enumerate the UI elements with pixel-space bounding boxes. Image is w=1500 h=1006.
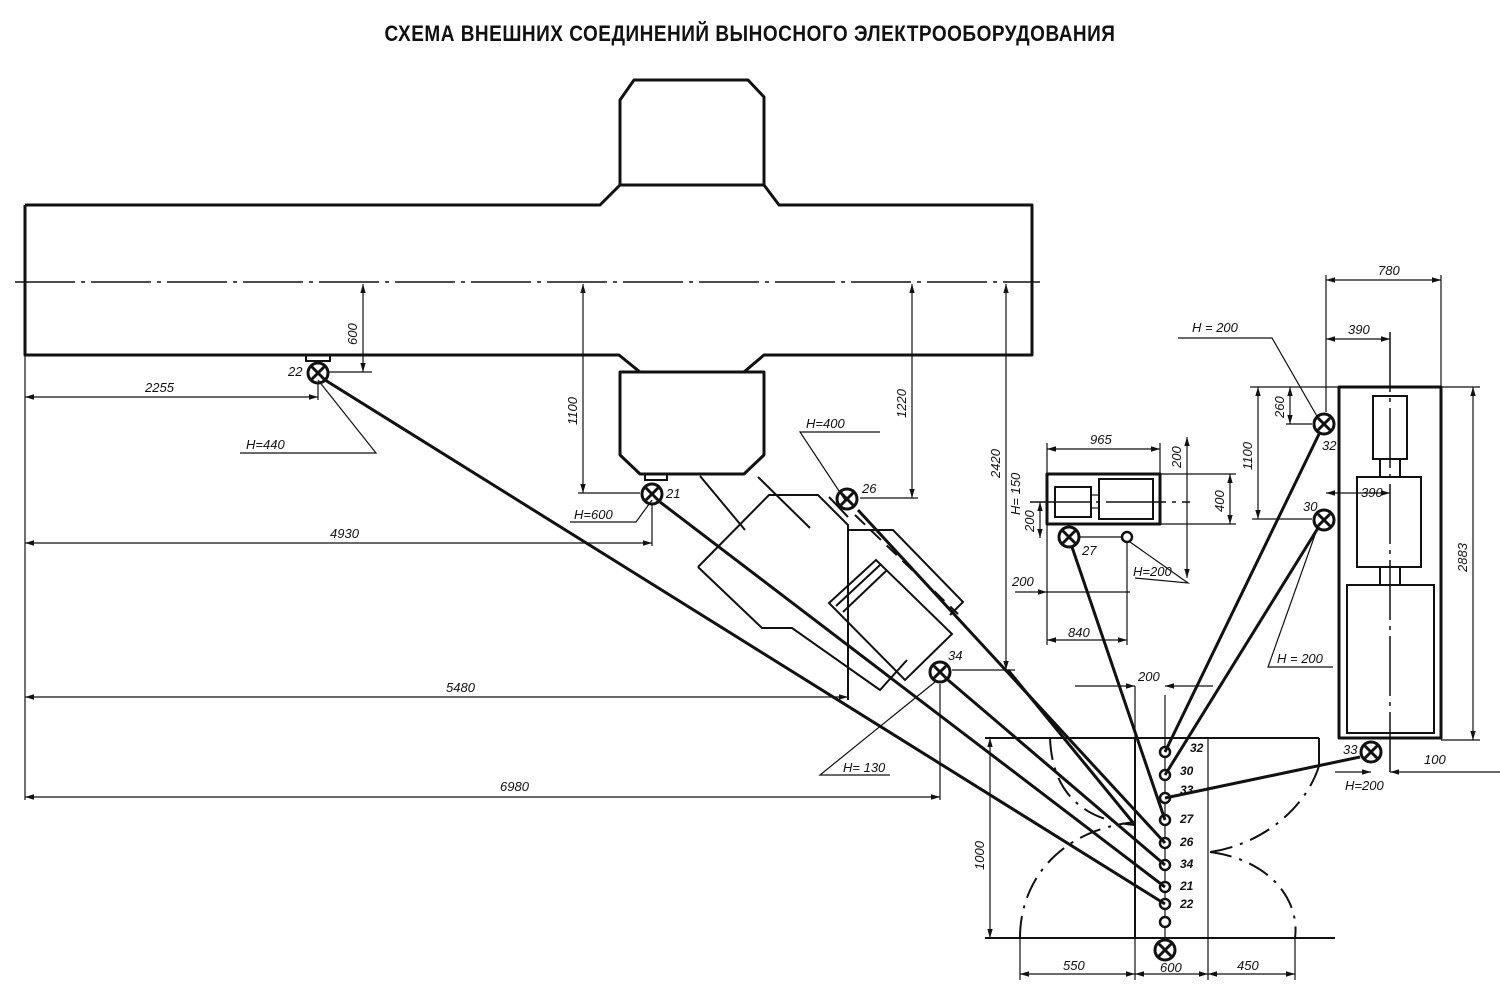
dim-200-top: 200 — [1169, 446, 1184, 469]
right-cabinet — [1337, 332, 1443, 777]
machine-head-top — [618, 78, 766, 187]
terminal-label-21: 21 — [1179, 879, 1194, 893]
cable-33 — [1164, 755, 1361, 800]
terminal-label-34: 34 — [1180, 857, 1194, 871]
height-callout-33: H=200 — [1345, 778, 1384, 793]
dim-965: 965 — [1090, 432, 1112, 447]
cable-30 — [1163, 527, 1320, 776]
drawing-title: СХЕМА ВНЕШНИХ СОЕДИНЕНИЙ ВЫНОСНОГО ЭЛЕКТ… — [384, 22, 1116, 47]
junction-box-33-icon — [1359, 740, 1383, 764]
dim-550: 550 — [1063, 958, 1085, 973]
machine-bed-beam — [15, 183, 1040, 374]
small-junction — [1120, 530, 1134, 544]
motor-unit-27 — [1030, 472, 1190, 544]
terminal-label-30: 30 — [1180, 764, 1194, 778]
terminal-strip: 32 30 33 27 26 34 21 22 — [1158, 741, 1204, 929]
dim-100: 100 — [1424, 752, 1446, 767]
height-callout-30: H = 200 — [1277, 651, 1324, 666]
height-callout-22: H=440 — [246, 437, 285, 452]
dim-2255: 2255 — [144, 380, 175, 395]
height-callout-21: H=600 — [574, 507, 613, 522]
dim-200-cabinet: 200 — [1137, 669, 1160, 684]
dim-4930: 4930 — [330, 526, 360, 541]
tilted-unit — [697, 475, 965, 700]
cable-32 — [1163, 431, 1322, 753]
junction-label-33: 33 — [1343, 742, 1358, 757]
dim-780: 780 — [1378, 263, 1400, 278]
dim-1220: 1220 — [894, 388, 909, 418]
cable-routes — [324, 378, 1361, 906]
terminal-label-22: 22 — [1179, 897, 1194, 911]
dim-6980: 6980 — [500, 779, 530, 794]
terminal-spare — [1158, 915, 1172, 929]
cable-22 — [324, 378, 1166, 906]
junction-label-21: 21 — [665, 486, 680, 501]
dim-390-mid: 390 — [1361, 485, 1383, 500]
height-callout-27: H=200 — [1133, 564, 1172, 579]
terminal-label-32: 32 — [1190, 741, 1204, 755]
dim-1100-right: 1100 — [1240, 441, 1255, 470]
cable-bundle — [1006, 669, 1137, 826]
junction-label-32: 32 — [1322, 438, 1337, 453]
dim-1000: 1000 — [972, 840, 987, 870]
cable-34 — [947, 678, 1166, 867]
dim-1100-left: 1100 — [565, 396, 580, 425]
dim-390-top: 390 — [1348, 322, 1370, 337]
dim-200-small: 200 — [1011, 574, 1034, 589]
height-callout-26: H=400 — [806, 416, 845, 431]
terminal-label-27: 27 — [1179, 812, 1195, 826]
dim-5480: 5480 — [446, 680, 476, 695]
dimension-lines: 600 2255 1100 1220 2420 4930 5480 6980 9… — [24, 205, 1500, 980]
dim-600-cabinet: 600 — [1160, 960, 1182, 975]
dim-2883: 2883 — [1455, 542, 1470, 573]
junction-label-22: 22 — [287, 364, 303, 379]
junction-label-30: 30 — [1303, 499, 1318, 514]
dim-450: 450 — [1237, 958, 1259, 973]
junction-label-27: 27 — [1081, 543, 1097, 558]
dim-200-left: 200 — [1022, 510, 1037, 533]
junction-boxes: 22 21 26 34 27 32 30 33 — [287, 361, 1383, 962]
junction-label-34: 34 — [948, 648, 962, 663]
junction-label-26: 26 — [861, 481, 877, 496]
junction-box-27-icon — [1057, 525, 1081, 549]
cable-21 — [659, 500, 1166, 889]
dim-400: 400 — [1212, 490, 1227, 512]
height-callout-34: H= 130 — [843, 760, 886, 775]
dim-260: 260 — [1272, 396, 1287, 419]
junction-box-34-icon — [928, 660, 952, 684]
height-callout-32: H = 200 — [1192, 320, 1239, 335]
height-callout-150: H= 150 — [1008, 472, 1023, 515]
dim-840: 840 — [1068, 625, 1090, 640]
machine-head-bottom — [305, 354, 766, 481]
terminal-cabinet — [985, 695, 1335, 939]
terminal-label-26: 26 — [1179, 835, 1194, 849]
dim-2420: 2420 — [988, 448, 1003, 479]
dim-600-beam: 600 — [345, 323, 360, 345]
height-callouts: H=440 H=600 H=400 H= 130 H=200 H = 200 H… — [240, 320, 1384, 793]
cabinet-entry-icon — [1153, 938, 1177, 962]
